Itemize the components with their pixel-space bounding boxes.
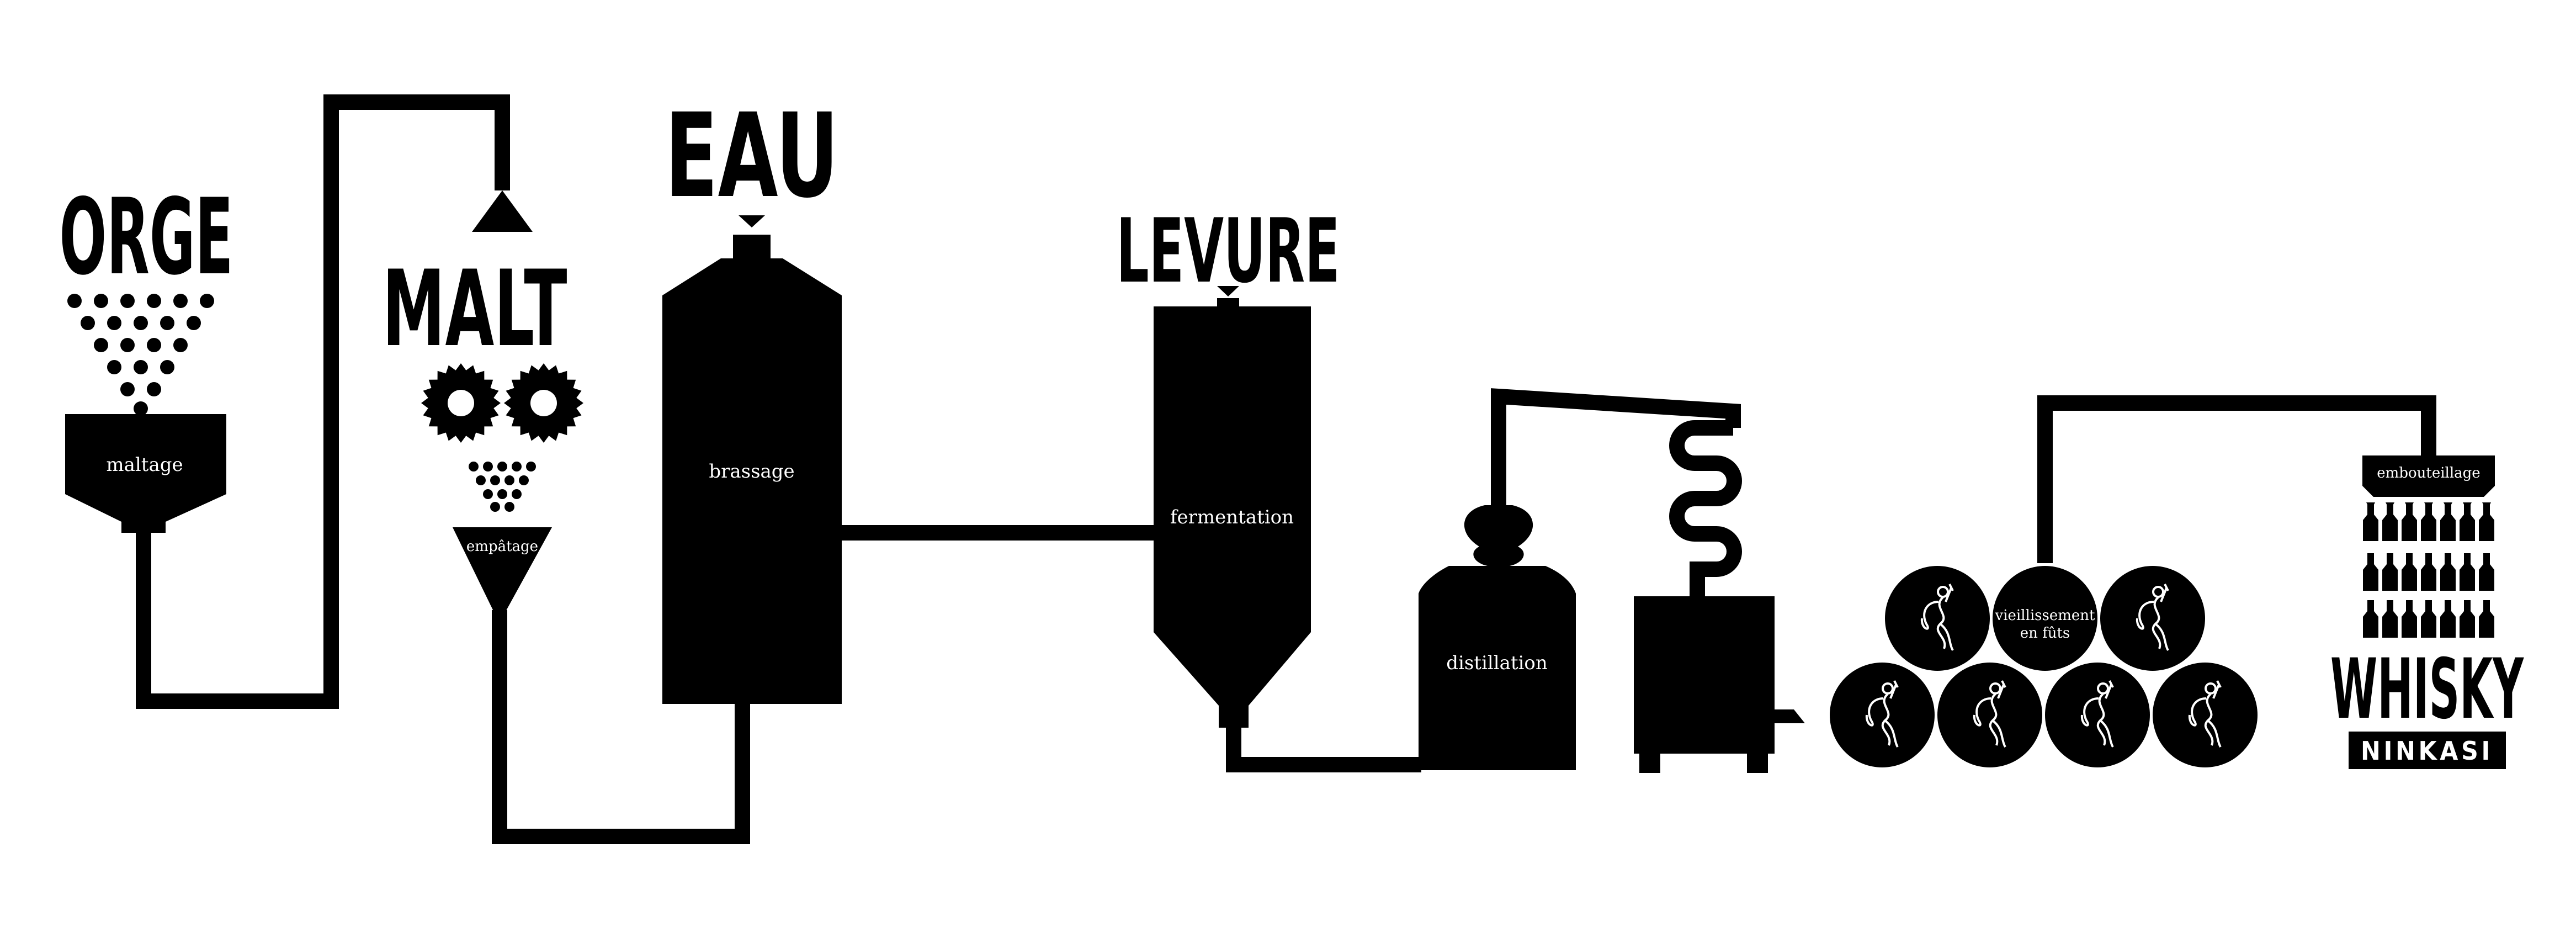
barrel-top-left [1885,566,1990,671]
label-whisky: WHISKY [2330,642,2524,738]
pipe-empatage-to-brassage [492,610,750,844]
barrel-top-center [1993,566,2097,671]
label-fermentation: fermentation [1170,506,1294,528]
brassage-tank [662,235,842,704]
brand-plate [2349,732,2506,769]
empatage-funnel [453,527,552,616]
pipe-fermentation-to-distillation [1226,726,1421,772]
pipe-maltage-to-malt [136,94,510,709]
pipe-barrels-to-embouteillage [2037,395,2436,563]
pipes [136,94,2436,844]
condenser-leg-left [1639,751,1660,773]
condenser-spout [1775,709,1805,723]
pipe-still-swan-neck [1491,388,1741,511]
label-embouteillage: embouteillage [2377,465,2480,481]
malt-arrow-icon [472,190,533,232]
fermentation-tank [1154,298,1311,728]
pot-still [1419,505,1576,770]
barrel-bottom-1 [1830,663,1935,767]
mill-gear-icon-right [504,363,583,443]
mill-gear-icon-left [421,363,501,443]
label-orge: ORGE [60,176,233,298]
condenser-leg-right [1747,751,1768,773]
bottle-grid [2363,502,2494,638]
label-vieillissement-line2: en fûts [2020,625,2070,642]
label-brassage: brassage [709,460,794,483]
label-vieillissement-line1: vieillissement [1995,607,2096,624]
barrels [1830,566,2258,767]
condenser-box [1634,596,1775,754]
maltage-hopper [65,414,226,533]
barley-grains [67,294,214,416]
label-distillation: distillation [1446,652,1548,674]
barrel-bottom-2 [1937,663,2042,767]
barrel-bottom-4 [2153,663,2258,767]
barrel-top-right [2100,566,2205,671]
label-eau: EAU [665,88,839,224]
embouteillage-hopper [2362,455,2495,497]
levure-arrow-icon [1217,286,1239,296]
eau-arrow-icon [739,215,765,227]
barrel-goddess-icons [1865,584,2222,748]
label-empatage: empâtage [466,538,538,555]
malt-grains [469,462,536,512]
label-malt: MALT [383,248,567,370]
barrel-bottom-3 [2045,663,2150,767]
condenser-coil [1669,420,1742,596]
label-maltage: maltage [106,454,183,476]
label-ninkasi: NINKASI [2361,736,2493,766]
label-levure: LEVURE [1117,199,1340,303]
